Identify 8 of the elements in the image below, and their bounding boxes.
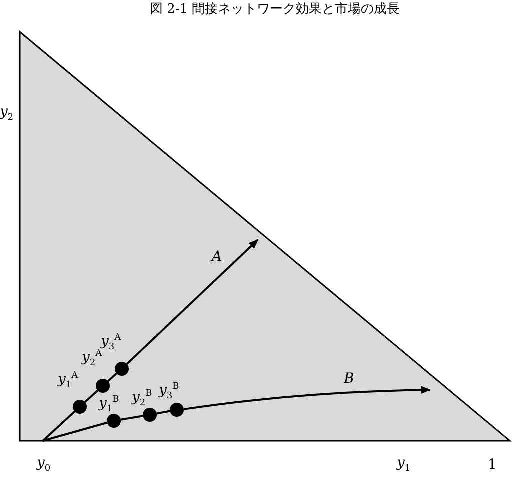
- axis-label: y$_{1}$: [397, 456, 411, 474]
- axis-label: y$_{0}$: [37, 456, 51, 474]
- title: 図 2-1 間接ネットワーク効果と市場の成長: [150, 3, 400, 16]
- edge-label: A: [212, 250, 222, 264]
- axis-label: 1: [488, 458, 497, 472]
- arrow: [126, 239, 259, 365]
- arrow: [184, 386, 431, 410]
- edge-label: B: [344, 372, 354, 386]
